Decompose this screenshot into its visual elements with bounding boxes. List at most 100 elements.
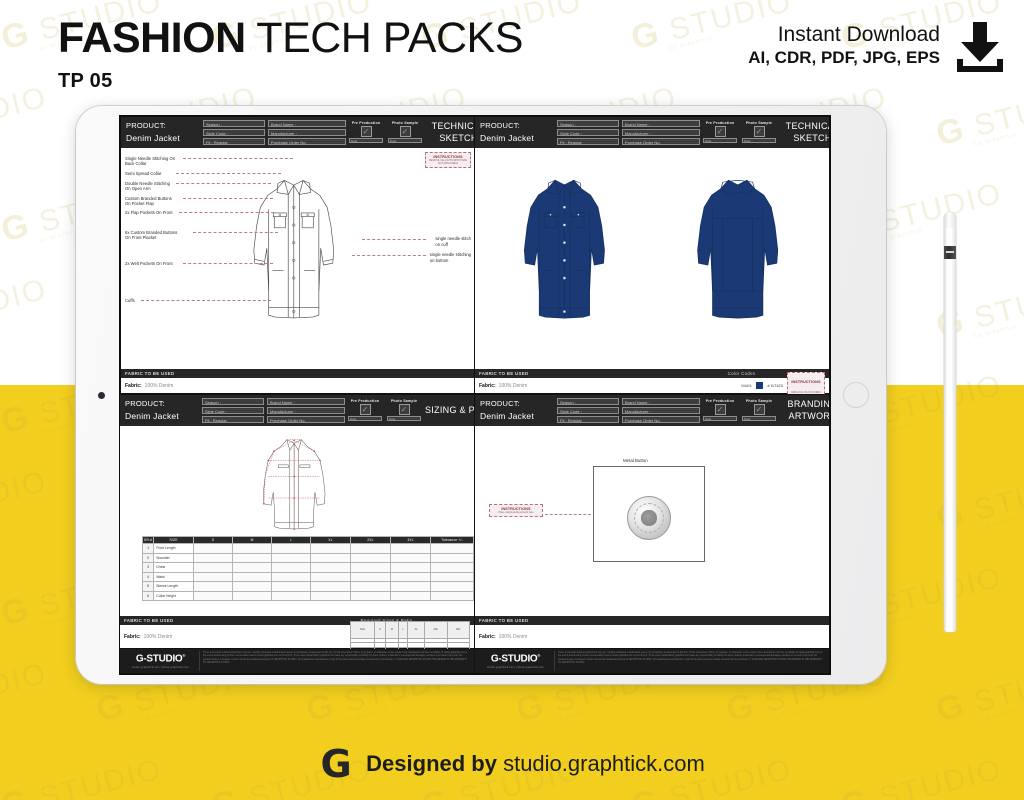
measurement-cell[interactable] [390, 581, 432, 592]
measurement-cell[interactable] [390, 543, 432, 554]
sizing-table[interactable]: SR.# SIZE S M L XL 2XL 3XL Tolerance +/-… [141, 536, 474, 601]
measurement-cell[interactable] [192, 571, 233, 582]
style-code-field[interactable]: Style Code : [203, 129, 265, 136]
season-field[interactable]: Season : [202, 398, 264, 405]
brand-name-field[interactable]: Brand Name : [622, 120, 700, 127]
fit-field[interactable]: Fit : Regular [203, 138, 265, 145]
brand-name-field[interactable]: Brand Name : [267, 398, 345, 405]
home-button[interactable] [843, 382, 869, 408]
measurement-cell[interactable] [271, 552, 312, 563]
pre-production-check[interactable]: Pre Production ✓ Date [703, 121, 737, 143]
techpack-page-branding-artwork[interactable]: PRODUCT: Denim Jacket Season : Style Cod… [475, 395, 830, 674]
photo-sample-check[interactable]: Photo Sample ✓ Date [388, 121, 422, 143]
pre-production-checkbox[interactable]: ✓ [359, 404, 371, 415]
manufacturer-field[interactable]: Manufacturer : [267, 407, 345, 414]
purchase-order-field[interactable]: Purchase Order No. [268, 138, 346, 145]
season-field[interactable]: Season : [557, 398, 619, 405]
measurement-cell[interactable] [310, 552, 351, 563]
pre-production-date[interactable]: Date [703, 138, 737, 143]
techpack-page-sizing-pom[interactable]: PRODUCT: Denim Jacket Season : Style Cod… [120, 395, 475, 674]
measurement-cell[interactable] [349, 571, 392, 582]
photo-sample-date[interactable]: Date [387, 416, 421, 421]
measurement-cell[interactable] [390, 552, 432, 563]
pre-production-date[interactable]: Date [349, 138, 383, 143]
measurement-cell[interactable] [390, 571, 432, 582]
measurement-cell[interactable] [231, 571, 273, 582]
photo-sample-checkbox[interactable]: ✓ [399, 126, 411, 137]
measurement-cell[interactable] [231, 552, 273, 563]
techpack-page-color-sketch[interactable]: PRODUCT: Denim Jacket Season : Style Cod… [475, 116, 830, 395]
brand-name-field[interactable]: Brand Name : [268, 120, 346, 127]
measurement-cell[interactable] [231, 581, 273, 592]
measurement-cell[interactable] [310, 581, 351, 592]
style-code-field[interactable]: Style Code : [557, 407, 619, 414]
photo-sample-check[interactable]: Photo Sample ✓ Date [742, 399, 776, 421]
measurement-cell[interactable] [430, 543, 474, 554]
measurement-cell[interactable] [271, 562, 312, 573]
measurement-cell[interactable] [310, 562, 351, 573]
style-code-field[interactable]: Style Code : [557, 129, 619, 136]
measurement-cell[interactable] [310, 571, 351, 582]
photo-sample-date[interactable]: Date [742, 416, 776, 421]
measurement-cell[interactable] [310, 543, 351, 554]
photo-sample-checkbox[interactable]: ✓ [753, 404, 765, 415]
measurement-cell[interactable] [349, 581, 392, 592]
measurement-cell[interactable] [349, 590, 392, 601]
measurement-cell[interactable] [349, 562, 392, 573]
manufacturer-field[interactable]: Manufacturer : [622, 407, 700, 414]
measurement-cell[interactable] [390, 590, 432, 601]
measurement-cell[interactable] [430, 571, 474, 582]
brand-name-field[interactable]: Brand Name : [622, 398, 700, 405]
measurement-cell[interactable] [231, 562, 273, 573]
measurement-cell[interactable] [192, 543, 233, 554]
purchase-order-field[interactable]: Purchase Order No. [622, 416, 700, 423]
measurement-cell[interactable] [430, 562, 474, 573]
photo-sample-date[interactable]: Date [742, 138, 776, 143]
pre-production-checkbox[interactable]: ✓ [714, 404, 726, 415]
measurement-cell[interactable] [430, 552, 474, 563]
fit-field[interactable]: Fit : Regular [557, 138, 619, 145]
manufacturer-field[interactable]: Manufacturer : [268, 129, 346, 136]
photo-sample-check[interactable]: Photo Sample ✓ Date [387, 399, 421, 421]
photo-sample-checkbox[interactable]: ✓ [753, 126, 765, 137]
pre-production-check[interactable]: Pre Production ✓ Date [349, 121, 383, 143]
purchase-order-field[interactable]: Purchase Order No. [267, 416, 345, 423]
measurement-cell[interactable] [271, 571, 312, 582]
measurement-cell[interactable] [430, 581, 474, 592]
measurement-cell[interactable] [192, 552, 233, 563]
pre-production-check[interactable]: Pre Production ✓ Date [348, 399, 382, 421]
measurement-cell[interactable] [192, 562, 233, 573]
pre-production-checkbox[interactable]: ✓ [360, 126, 372, 137]
measurement-cell[interactable] [192, 581, 233, 592]
measurement-cell[interactable] [310, 590, 351, 601]
photo-sample-date[interactable]: Date [388, 138, 422, 143]
fit-field[interactable]: Fit : Regular [202, 416, 264, 423]
style-code-field[interactable]: Style Code : [202, 407, 264, 414]
pre-production-check[interactable]: Pre Production ✓ Date [703, 399, 737, 421]
season-field[interactable]: Season : [203, 120, 265, 127]
measurement-cell[interactable] [349, 552, 392, 563]
pre-production-date[interactable]: Date [348, 416, 382, 421]
fit-field[interactable]: Fit : Regular [557, 416, 619, 423]
measurement-cell[interactable] [430, 590, 474, 601]
measurement-cell[interactable] [231, 543, 273, 554]
manufacturer-field[interactable]: Manufacturer : [622, 129, 700, 136]
pre-production-checkbox[interactable]: ✓ [714, 126, 726, 137]
measurement-cell[interactable] [271, 590, 312, 601]
measurement-cell[interactable] [192, 590, 233, 601]
measurement-cell[interactable] [271, 581, 312, 592]
purchase-order-field[interactable]: Purchase Order No. [622, 138, 700, 145]
measurement-cell[interactable] [231, 590, 273, 601]
photo-sample-check[interactable]: Photo Sample ✓ Date [742, 121, 776, 143]
season-field[interactable]: Season : [557, 120, 619, 127]
measurement-cell[interactable] [349, 543, 392, 554]
photo-sample-checkbox[interactable]: ✓ [398, 404, 410, 415]
measurement-cell[interactable] [271, 543, 312, 554]
